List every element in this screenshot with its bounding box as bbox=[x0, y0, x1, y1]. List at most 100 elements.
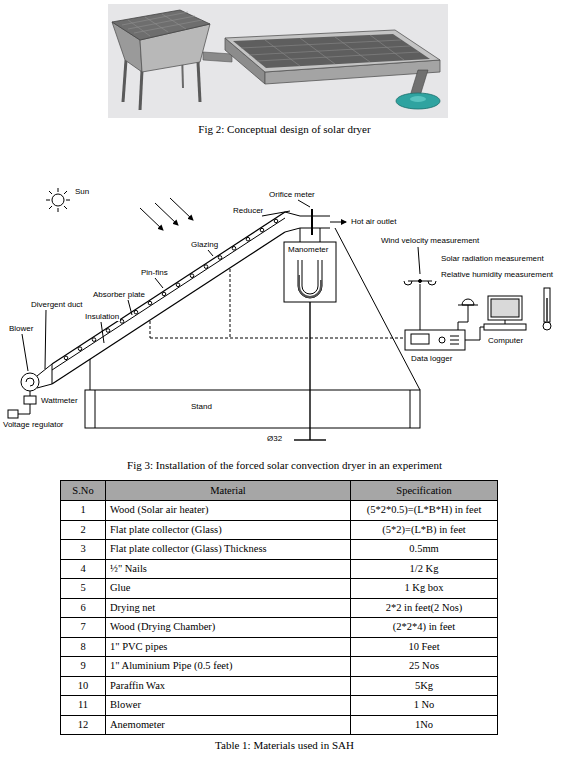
cell-text: Paraffin Wax bbox=[110, 680, 165, 691]
table-cell: (5*2*0.5)=(L*B*H) in feet bbox=[351, 501, 498, 521]
cell-text: (2*2*4) in feet bbox=[393, 621, 455, 632]
pin-fin bbox=[148, 301, 152, 305]
cell-text: 1 Kg box bbox=[404, 582, 443, 593]
dryer-render bbox=[108, 4, 448, 118]
table-row: 5 Glue 1 Kg box bbox=[61, 579, 498, 599]
table-cell: 25 Nos bbox=[351, 657, 498, 677]
cell-text: Flat plate collector (Glass) bbox=[110, 524, 222, 535]
computer-symbol bbox=[465, 296, 526, 340]
part-label: Reducer bbox=[232, 206, 264, 215]
regulator-box bbox=[8, 410, 18, 418]
part-label: Ø32 bbox=[266, 434, 283, 443]
table-cell: 10 Feet bbox=[351, 637, 498, 657]
collector bbox=[52, 212, 285, 384]
cell-text: 0.5mm bbox=[409, 543, 438, 554]
cell-text: Flat plate collector (Glass) Thickness bbox=[110, 543, 267, 554]
table-cell: 6 bbox=[61, 598, 106, 618]
pin-fin bbox=[190, 274, 194, 278]
blower-fan bbox=[396, 93, 440, 109]
table-cell: 9 bbox=[61, 657, 106, 677]
table-cell: 0.5mm bbox=[351, 540, 498, 560]
table-cell: 2*2 in feet(2 Nos) bbox=[351, 598, 498, 618]
cell-text: 1" Aluminium Pipe (0.5 feet) bbox=[110, 660, 232, 671]
table-cell: (5*2)=(L*B) in feet bbox=[351, 520, 498, 540]
collector-rim bbox=[225, 30, 440, 72]
cell-text: 25 Nos bbox=[409, 660, 439, 671]
table-cell: 12 bbox=[61, 715, 106, 735]
cell-text: 9 bbox=[80, 660, 85, 671]
manometer-symbol bbox=[284, 228, 336, 440]
cell-text: S.No bbox=[72, 485, 93, 496]
cell-text: Specification bbox=[396, 485, 451, 496]
pin-fin bbox=[92, 338, 96, 342]
cell-text: 4 bbox=[80, 563, 85, 574]
cell-text: Drying net bbox=[110, 602, 155, 613]
table-row: 6 Drying net 2*2 in feet(2 Nos) bbox=[61, 598, 498, 618]
part-label: Sun bbox=[74, 187, 90, 196]
chamber-top bbox=[112, 10, 210, 40]
part-label: Absorber plate bbox=[92, 290, 146, 299]
part-label: Voltage regulator bbox=[2, 420, 65, 429]
cell-text: 1 No bbox=[414, 699, 435, 710]
table-row: S.No Material Specification bbox=[61, 481, 498, 501]
table-cell: 8 bbox=[61, 637, 106, 657]
table-cell: 1 Kg box bbox=[351, 579, 498, 599]
table-cell: S.No bbox=[61, 481, 106, 501]
cell-text: 2 bbox=[80, 524, 85, 535]
part-label: Manometer bbox=[287, 245, 329, 254]
table-row: 9 1" Aluminium Pipe (0.5 feet) 25 Nos bbox=[61, 657, 498, 677]
table-cell: Flat plate collector (Glass) bbox=[106, 520, 351, 540]
table-cell: 2 bbox=[61, 520, 106, 540]
table-row: 10Paraffin Wax5Kg bbox=[61, 676, 498, 696]
table-cell: Glue bbox=[106, 579, 351, 599]
part-label: Wind velocity measurement bbox=[380, 236, 480, 245]
cell-text: 10 bbox=[78, 680, 89, 691]
table-row: 2 Flat plate collector (Glass) (5*2)=(L*B)… bbox=[61, 520, 498, 540]
cell-text: 5 bbox=[80, 582, 85, 593]
table-cell: 7 bbox=[61, 618, 106, 638]
pin-fin bbox=[64, 356, 68, 360]
table-cell: Blower bbox=[106, 696, 351, 716]
part-label: Insulation bbox=[84, 312, 120, 321]
table-cell: 11 bbox=[61, 696, 106, 716]
table-cell: 5 bbox=[61, 579, 106, 599]
table-cell: 1 bbox=[61, 501, 106, 521]
stand-frame bbox=[85, 228, 420, 428]
table-cell: (2*2*4) in feet bbox=[351, 618, 498, 638]
anemometer-symbol bbox=[404, 280, 436, 331]
pin-fin bbox=[204, 265, 208, 269]
pin-fin bbox=[134, 310, 138, 314]
figure-caption: Fig 3: Installation of the forced solar … bbox=[0, 459, 569, 472]
cell-text: 7 bbox=[80, 621, 85, 632]
table-row: 7 Wood (Drying Chamber) (2*2*4) in feet bbox=[61, 618, 498, 638]
part-label: Computer bbox=[487, 336, 524, 345]
table-cell: Anemometer bbox=[106, 715, 351, 735]
table-cell: Drying net bbox=[106, 598, 351, 618]
table-cell: 1" Aluminium Pipe (0.5 feet) bbox=[106, 657, 351, 677]
cell-text: Blower bbox=[110, 699, 141, 710]
pin-fin bbox=[274, 219, 278, 223]
table-cell: Flat plate collector (Glass) Thickness bbox=[106, 540, 351, 560]
table-row: 3 Flat plate collector (Glass) Thickness 0… bbox=[61, 540, 498, 560]
part-label: Stand bbox=[190, 402, 213, 411]
cell-text: Glue bbox=[110, 582, 130, 593]
table-row: 11 Blower 1 No bbox=[61, 696, 498, 716]
part-label: Wattmeter bbox=[40, 396, 79, 405]
cell-text: ½" Nails bbox=[110, 563, 147, 574]
cell-text: 3 bbox=[80, 543, 85, 554]
pin-fin bbox=[162, 292, 166, 296]
table-cell: 1/2 Kg bbox=[351, 559, 498, 579]
table-cell: ½" Nails bbox=[106, 559, 351, 579]
part-label: Solar radiation measurement bbox=[440, 254, 545, 263]
pin-fin bbox=[106, 329, 110, 333]
sun-symbol bbox=[46, 188, 70, 212]
cell-text: Wood (Drying Chamber) bbox=[110, 621, 215, 632]
cell-text: Anemometer bbox=[110, 719, 165, 730]
table-cell: 3 bbox=[61, 540, 106, 560]
part-label: Divergent duct bbox=[30, 300, 84, 309]
part-label: Relative humidity measurement bbox=[440, 270, 554, 279]
cell-text: Material bbox=[210, 485, 246, 496]
pin-fin bbox=[260, 228, 264, 232]
pyranometer-symbol bbox=[458, 299, 478, 330]
table-cell: Paraffin Wax bbox=[106, 676, 351, 696]
